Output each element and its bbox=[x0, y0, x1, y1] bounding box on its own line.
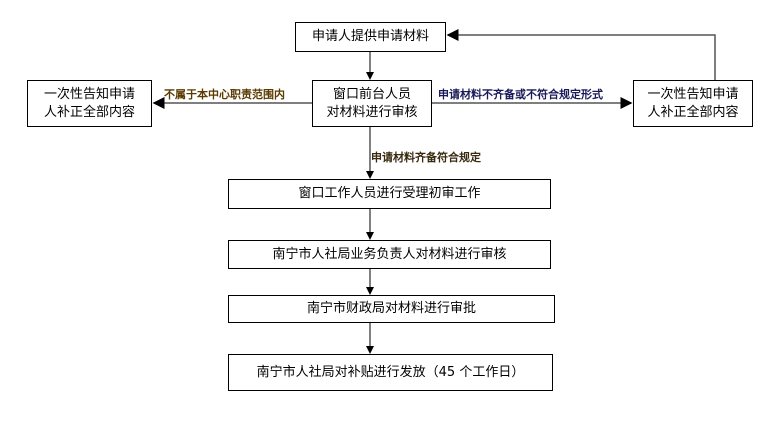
node-label: 窗口工作人员进行受理初审工作 bbox=[298, 186, 481, 201]
node-review-front: 窗口前台人员对材料进行审核 bbox=[312, 80, 432, 127]
node-submit: 申请人提供申请材料 bbox=[295, 22, 446, 52]
node-label: 南宁市财政局对材料进行审批 bbox=[306, 301, 476, 316]
node-issue: 南宁市人社局对补贴进行发放（45 个工作日） bbox=[228, 354, 553, 391]
node-label: 人补正全部内容 bbox=[43, 104, 135, 120]
arrow-right-notify-back bbox=[446, 29, 716, 80]
node-finance-approve: 南宁市财政局对材料进行审批 bbox=[228, 295, 555, 323]
node-label: 申请人提供申请材料 bbox=[311, 29, 429, 44]
node-label: 南宁市人社局业务负责人对材料进行审核 bbox=[272, 246, 507, 262]
node-notify-right: 一次性告知申请人补正全部内容 bbox=[633, 80, 753, 127]
node-label: 一次性告知申请 bbox=[647, 86, 739, 102]
node-label: 人补正全部内容 bbox=[647, 104, 739, 120]
node-label: 对材料进行审核 bbox=[326, 104, 418, 120]
edge-label-out-of-scope: 不属于本中心职责范围内 bbox=[164, 88, 285, 101]
node-label: 南宁市人社局对补贴进行发放（45 个工作日） bbox=[256, 364, 525, 380]
node-hrss-review: 南宁市人社局业务负责人对材料进行审核 bbox=[228, 240, 551, 269]
node-notify-left: 一次性告知申请人补正全部内容 bbox=[27, 80, 152, 127]
node-label: 一次性告知申请 bbox=[43, 86, 135, 102]
node-label: 窗口前台人员 bbox=[332, 86, 411, 102]
edge-label-complete: 申请材料齐备符合规定 bbox=[371, 151, 481, 164]
edge-label-incomplete: 申请材料不齐备或不符合规定形式 bbox=[438, 88, 603, 101]
node-accept: 窗口工作人员进行受理初审工作 bbox=[228, 179, 551, 209]
